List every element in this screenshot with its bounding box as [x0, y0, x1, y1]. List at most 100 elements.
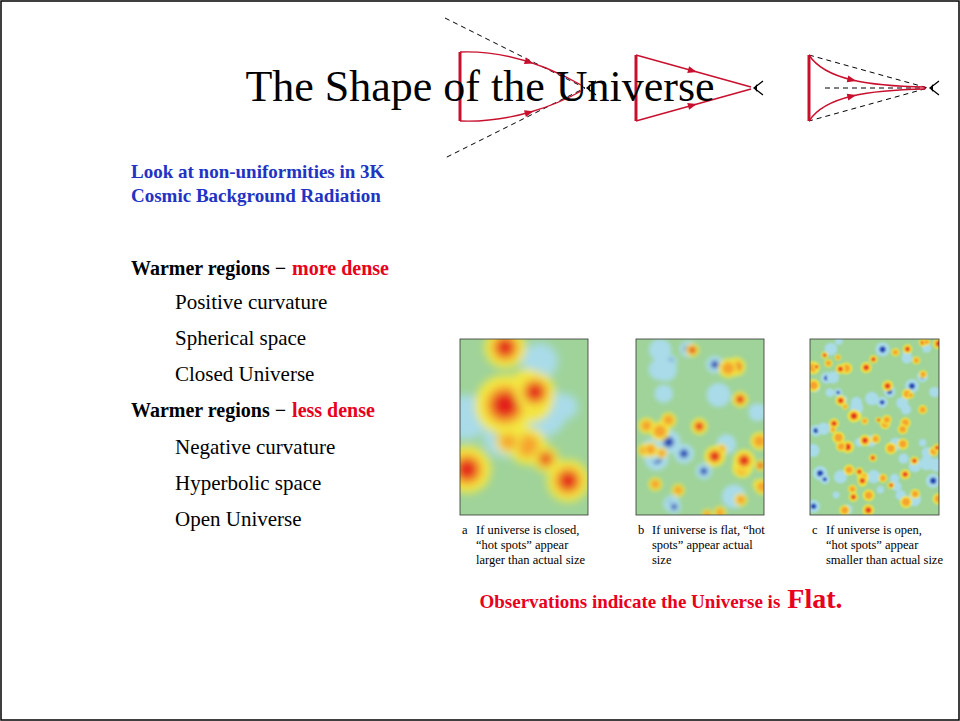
axis-line: [825, 88, 926, 89]
temperature-spot: [933, 493, 939, 504]
temperature-spot: [838, 443, 845, 450]
map-spots: [638, 339, 764, 515]
temperature-spot: [933, 339, 939, 349]
temperature-spot: [897, 438, 908, 449]
temperature-spot: [919, 439, 926, 446]
panel-letter: b: [638, 523, 644, 538]
temperature-spot: [880, 400, 885, 405]
temperature-spot: [891, 348, 899, 356]
temperature-spot: [885, 443, 897, 455]
temperature-spot: [875, 342, 889, 356]
temperature-spot: [863, 504, 875, 515]
temperature-spot: [826, 361, 831, 366]
temperature-spot: [832, 431, 844, 443]
temperature-spot: [885, 384, 890, 389]
temperature-spot: [900, 496, 912, 508]
temperature-spot: [918, 405, 927, 414]
temperature-spot: [831, 428, 835, 432]
cmb-map: [810, 339, 939, 515]
temperature-spot: [912, 356, 920, 364]
temperature-spot: [887, 445, 895, 453]
list-item: Negative curvature: [175, 434, 335, 460]
temperature-spot: [935, 495, 939, 502]
temperature-spot: [902, 471, 908, 477]
temperature-spot: [656, 447, 667, 458]
temperature-spot: [515, 372, 555, 412]
temperature-spot: [930, 478, 936, 484]
temperature-spot: [890, 484, 893, 487]
temperature-spot: [497, 339, 514, 356]
temperature-spot: [527, 384, 544, 401]
temperature-spot: [835, 354, 841, 360]
temperature-spot: [844, 465, 855, 476]
temperature-spot: [836, 364, 846, 374]
temperature-spot: [898, 424, 908, 434]
temperature-spot: [732, 392, 748, 408]
temperature-spot: [722, 362, 735, 375]
temperature-spot: [850, 412, 858, 420]
temperature-spot: [851, 413, 856, 418]
temperature-spot: [855, 468, 864, 477]
temperature-spot: [903, 472, 907, 476]
temperature-spot: [910, 489, 920, 499]
text-row: Observations indicate the Universe isFla…: [479, 583, 842, 615]
temperature-spot: [888, 482, 895, 489]
temperature-spot: [755, 460, 764, 471]
temperature-spot: [680, 449, 689, 458]
temperature-spot: [850, 494, 856, 500]
temperature-spot: [810, 444, 820, 457]
temperature-spot: [688, 346, 697, 355]
map-frame: [810, 339, 939, 515]
temperature-spot: [696, 423, 703, 430]
temperature-spot: [810, 361, 820, 374]
temperature-spot: [926, 473, 939, 488]
temperature-spot: [810, 500, 820, 513]
temperature-spot: [862, 419, 867, 424]
temperature-spot: [835, 339, 843, 345]
ray-arrowhead: [847, 92, 857, 101]
slide-title: The Shape of the Universe: [0, 61, 960, 113]
temperature-spot: [846, 466, 853, 473]
temperature-spot: [866, 508, 871, 513]
temperature-spot: [923, 339, 930, 345]
temperature-spot: [882, 380, 893, 391]
temperature-spot: [838, 398, 842, 402]
temperature-spot: [890, 474, 899, 483]
temperature-spot: [834, 434, 842, 442]
temperature-spot: [909, 393, 913, 397]
light-ray: [809, 89, 925, 121]
panel-caption: If universe is open, “hot spots” appear …: [826, 523, 946, 568]
temperature-spot: [882, 415, 892, 425]
temperature-spot: [929, 458, 939, 472]
temperature-spot: [672, 484, 685, 497]
temperature-spot: [889, 483, 894, 488]
temperature-spot: [836, 391, 840, 395]
temperature-spot: [843, 405, 847, 409]
temperature-spot: [893, 350, 898, 355]
map-frame: [460, 339, 588, 515]
temperature-spot: [861, 417, 868, 424]
temperature-spot: [865, 492, 873, 500]
temperature-spot: [823, 354, 826, 357]
temperature-spot: [702, 509, 712, 515]
temperature-spot: [735, 394, 745, 404]
temperature-spot: [898, 454, 908, 464]
temperature-spot: [910, 457, 919, 466]
temperature-spot: [655, 359, 677, 381]
temperature-spot: [810, 381, 818, 389]
apparent-ray: [809, 55, 928, 121]
cmb-map: [636, 339, 764, 515]
temperature-spot: [716, 508, 724, 515]
temperature-spot: [935, 340, 939, 347]
temperature-spot: [860, 479, 864, 483]
temperature-spot: [559, 472, 577, 490]
temperature-spot: [704, 511, 711, 515]
temperature-spot: [740, 456, 749, 465]
temperature-spot: [929, 387, 939, 398]
temperature-spot: [849, 492, 858, 501]
map-spots: [810, 339, 939, 515]
temperature-spot: [748, 403, 764, 421]
